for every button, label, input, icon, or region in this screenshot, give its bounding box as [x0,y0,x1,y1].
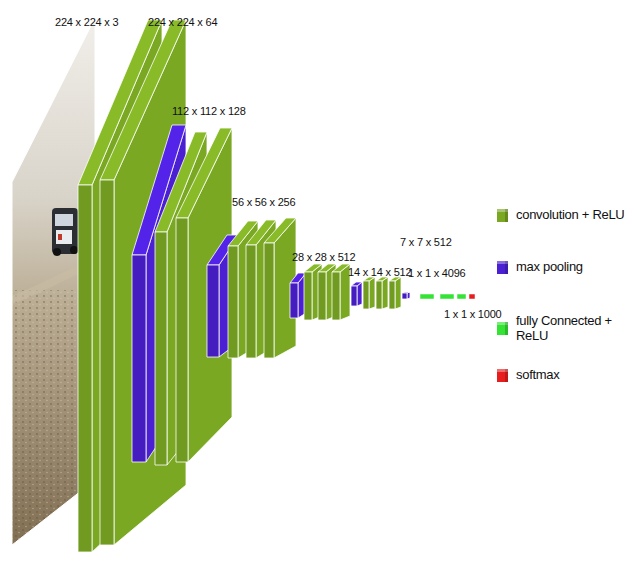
legend-text: convolution + ReLU [516,208,624,223]
dimension-label-box: 1 x 1 x 1000 [444,304,502,322]
pooling-block [351,282,362,306]
dimension-label-box: 14 x 14 x 512 [348,262,411,280]
block-face [176,218,188,462]
block-face [351,286,357,306]
block-face [207,265,219,357]
legend-text: softmax [516,368,559,383]
layer-blocks [78,20,475,552]
fc-bar [457,294,466,299]
softmax-bar [469,294,475,299]
legend-swatch [497,322,508,335]
dimension-label: 1 x 1 x 1000 [444,308,502,320]
legend-row: fully Connected + ReLU [497,314,628,344]
dimension-label: 14 x 14 x 512 [348,266,411,278]
dimension-label-box: 56 x 56 x 256 [232,192,295,210]
block-face [264,243,274,358]
input-photo [0,0,100,560]
pooling-block [207,235,239,357]
block-face [246,245,256,358]
fc-bar [440,294,454,299]
block-face [290,283,298,318]
legend-row: convolution + ReLU [497,208,624,223]
dimension-label-box: 1 x 1 x 4096 [408,263,466,281]
block-face [376,281,382,309]
block-face [332,272,340,320]
block-face [351,282,362,286]
block-face [332,264,350,272]
dimension-label-box: 28 x 28 x 512 [292,247,355,265]
block-face [100,180,114,545]
dimension-label-box: 224 x 224 x 64 [148,12,217,30]
legend-text: fully Connected + ReLU [516,314,628,344]
block-face [369,277,375,309]
block-face [78,185,92,552]
rally-car [52,208,78,256]
block-face [155,232,167,465]
block-face [176,128,232,218]
conv-block [332,264,350,320]
pooling-block [402,292,410,299]
dimension-label: 1 x 1 x 4096 [408,267,466,279]
block-face [389,281,395,309]
dimension-label: 112 x 112 x 128 [172,105,246,117]
dimension-label-box: 112 x 112 x 128 [172,101,246,119]
block-face [304,272,312,320]
conv-block [363,277,375,309]
block-face [402,293,407,299]
legend-text: max pooling [516,260,583,275]
legend-swatch [497,209,508,222]
block-face [363,281,369,309]
dimension-label: 56 x 56 x 256 [232,196,295,208]
dimension-label: 224 x 224 x 64 [148,16,217,28]
block-face [228,246,238,358]
dimension-label: 28 x 28 x 512 [292,251,355,263]
legend-swatch [497,369,508,382]
block-face [132,255,146,462]
legend-row: max pooling [497,260,583,275]
block-face [318,272,326,320]
dimension-label: 7 x 7 x 512 [400,236,452,248]
legend-row: softmax [497,368,559,383]
block-face [382,277,388,309]
dimension-label-box: 7 x 7 x 512 [400,232,452,250]
dimension-label: 224 x 224 x 3 [55,16,118,28]
block-face [264,218,296,243]
block-face [395,277,401,309]
conv-block [376,277,388,309]
dimension-label-box: 224 x 224 x 3 [55,12,118,30]
fc-bar [420,294,434,299]
legend-swatch [497,261,508,274]
conv-block [389,277,401,309]
